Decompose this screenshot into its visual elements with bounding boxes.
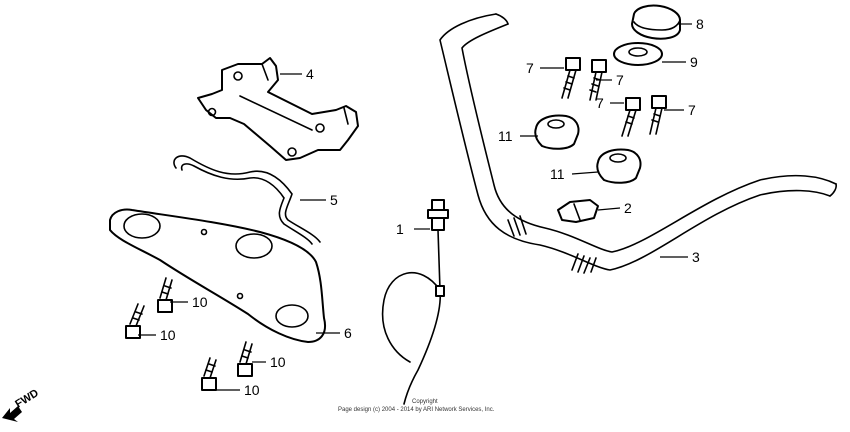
copyright-line-2: Page design (c) 2004 - 2014 by ARI Netwo… xyxy=(338,407,495,413)
callout-3: 3 xyxy=(692,249,700,265)
bolt-c xyxy=(621,97,641,137)
handlebar xyxy=(439,13,837,274)
bolt-a xyxy=(561,57,581,99)
callout-11b: 11 xyxy=(550,166,565,182)
wire-clip xyxy=(173,155,321,245)
bolt-d xyxy=(649,95,667,135)
fwd-label: FWD xyxy=(13,387,41,410)
bolt-10d xyxy=(201,357,217,391)
callout-5: 5 xyxy=(330,192,338,208)
callout-7c: 7 xyxy=(596,95,604,111)
callout-10d: 10 xyxy=(244,382,260,398)
holder-b xyxy=(596,148,642,184)
callout-8: 8 xyxy=(696,16,704,32)
callout-7d: 7 xyxy=(688,102,696,118)
bolt-10b xyxy=(157,277,173,313)
callout-1: 1 xyxy=(396,221,404,237)
bottom-plate xyxy=(109,208,326,343)
bolt-10c xyxy=(237,341,253,377)
callout-7b: 7 xyxy=(616,72,624,88)
callout-7a: 7 xyxy=(526,60,534,76)
callout-10b: 10 xyxy=(160,327,176,343)
callout-4: 4 xyxy=(306,66,314,82)
fwd-arrow-icon xyxy=(2,406,22,422)
callout-2: 2 xyxy=(624,200,632,216)
callout-9: 9 xyxy=(690,54,698,70)
fwd-indicator: FWD xyxy=(2,387,41,422)
holder-a xyxy=(534,114,580,150)
cable xyxy=(381,199,449,405)
washer xyxy=(613,42,663,66)
nut xyxy=(631,4,681,40)
callout-6: 6 xyxy=(344,325,352,341)
copyright-line-1: Copyright xyxy=(412,399,438,405)
callout-10c: 10 xyxy=(270,354,286,370)
callout-11a: 11 xyxy=(498,128,513,144)
leader-lines xyxy=(138,23,692,391)
clamp xyxy=(557,199,599,223)
bolt-10a xyxy=(125,303,145,339)
top-bracket xyxy=(197,57,359,161)
callout-10a: 10 xyxy=(192,294,208,310)
